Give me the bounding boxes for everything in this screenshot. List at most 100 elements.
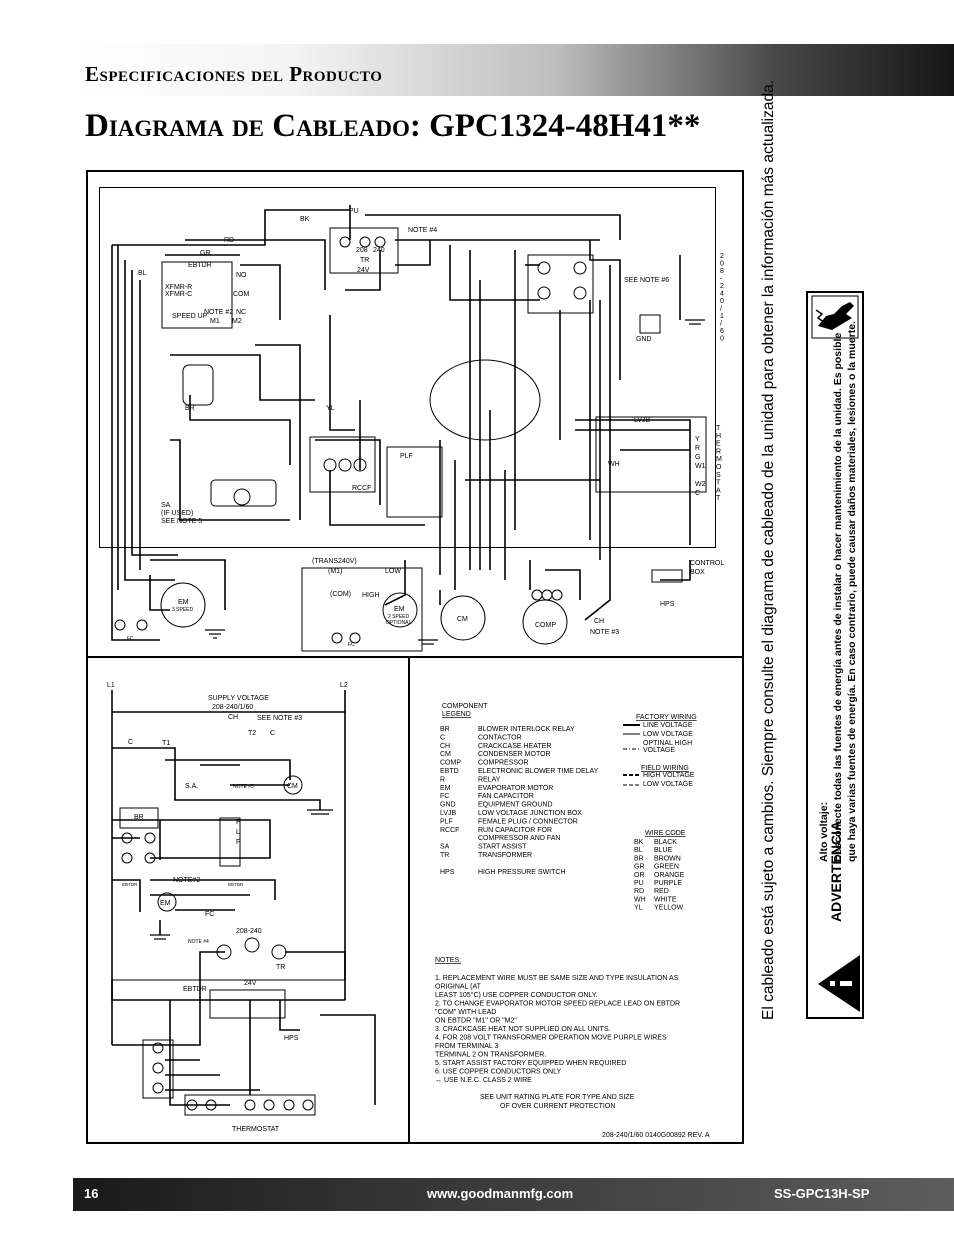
- label-tr: TR: [360, 257, 369, 264]
- label-no: NO: [236, 272, 247, 279]
- header-bar: [73, 44, 954, 96]
- warning-triangle-icon: [818, 955, 860, 1012]
- legend-code: EBTD: [440, 768, 459, 775]
- vertical-letter: 1: [720, 313, 724, 320]
- vertical-letter: H: [716, 433, 721, 440]
- wire-code: BL: [634, 847, 643, 854]
- legend-description: EQUIPMENT GROUND: [478, 802, 553, 809]
- website-link[interactable]: www.goodmanmfg.com: [427, 1186, 574, 1201]
- ladder-cm: CM: [287, 783, 298, 790]
- ladder-hps: HPS: [284, 1035, 299, 1042]
- vertical-letter: A: [716, 487, 721, 494]
- warning-text: Alto voltaje: Desconecte todas las fuent…: [817, 321, 859, 862]
- legend-code: C: [440, 734, 445, 741]
- vertical-letter: -: [720, 276, 723, 283]
- page-title: Diagrama de Cableado: GPC1324-48H41**: [85, 108, 701, 144]
- legend-code: CH: [440, 743, 450, 750]
- field-high-voltage: HIGH VOLTAGE: [643, 772, 695, 779]
- note-line: 2. TO CHANGE EVAPORATOR MOTOR SPEED REPL…: [435, 1001, 680, 1008]
- note-line: 3. CRACKCASE HEAT NOT SUPPLIED ON ALL UN…: [435, 1026, 611, 1033]
- ladder-c: C: [128, 739, 133, 746]
- wire-color-name: BLACK: [654, 839, 677, 846]
- wire-code: BR: [634, 855, 644, 862]
- ladder-l: L: [236, 829, 240, 836]
- label-2speed: 2 SPEED: [388, 614, 410, 620]
- legend-description: COMPRESSOR: [478, 760, 529, 767]
- legend-description: ELECTRONIC BLOWER TIME DELAY: [478, 768, 599, 775]
- label-optional: OPTIONAL: [386, 620, 412, 626]
- legend-description: BLOWER INTERLOCK RELAY: [478, 726, 575, 733]
- legend-description: FEMALE PLUG / CONNECTOR: [478, 818, 578, 825]
- label-ch: CH: [594, 618, 604, 625]
- wire-color-name: BROWN: [654, 855, 681, 862]
- label-see-note6: SEE NOTE #6: [624, 277, 669, 284]
- legend-description: CONDENSER MOTOR: [478, 751, 551, 758]
- legend-description: CRACKCASE HEATER: [478, 743, 551, 750]
- legend-code: LVJB: [440, 810, 457, 817]
- wire-tag-bk: BK: [300, 216, 310, 223]
- wire-code: BK: [634, 839, 644, 846]
- ladder-thermostat: THERMOSTAT: [232, 1126, 280, 1133]
- ladder-fc: FC: [205, 911, 214, 918]
- section-title: Especificaciones del Producto: [85, 62, 383, 86]
- label-note3: NOTE #3: [590, 629, 619, 636]
- label-m2: M2: [232, 318, 242, 325]
- vertical-letter: T: [716, 495, 721, 502]
- legend-code: TR: [440, 852, 449, 859]
- note-line: 5. START ASSIST FACTORY EQUIPPED WHEN RE…: [435, 1060, 626, 1067]
- vertical-letter: 8: [720, 268, 724, 275]
- wire-tag-wh: WH: [608, 461, 620, 468]
- label-3speed: 3 SPEED: [172, 607, 194, 613]
- factory-line-voltage: LINE VOLTAGE: [643, 722, 693, 729]
- legend-code: HPS: [440, 869, 455, 876]
- field-wiring-title: FIELD WIRING: [641, 765, 689, 772]
- warning-line-2: que haya varias fuentes de energía. En c…: [846, 321, 858, 862]
- vertical-letter: R: [716, 448, 721, 455]
- label-240: 240: [373, 247, 385, 254]
- label-sa-if-used: (IF USED): [161, 510, 193, 517]
- label-hps: HPS: [660, 601, 675, 608]
- ladder-note2: NOTE#2: [173, 877, 200, 884]
- note-line: 4. FOR 208 VOLT TRANSFORMER OPERATION MO…: [435, 1035, 667, 1042]
- label-com-paren: (COM): [330, 591, 351, 598]
- frame-divider-horizontal: [86, 656, 744, 658]
- ladder-text: L1 L2 SUPPLY VOLTAGE 208-240/1/60 SEE NO…: [107, 682, 348, 1133]
- label-rccf: RCCF: [352, 485, 371, 492]
- label-m1: M1: [210, 318, 220, 325]
- vertical-letter: T: [716, 425, 721, 432]
- label-xfmr-c: XFMR-C: [165, 291, 192, 298]
- ladder-ch: CH: [228, 714, 238, 721]
- label-fc: FC: [127, 636, 134, 642]
- ladder-em: EM: [160, 900, 171, 907]
- ladder-ebtdr: EBTDR: [183, 986, 207, 993]
- ladder-208-240: 208-240: [236, 928, 262, 935]
- wire-color-name: YELLOW: [654, 905, 684, 912]
- rating-line-2: OF OVER CURRENT PROTECTION: [500, 1103, 615, 1110]
- vertical-letter: 2: [720, 253, 724, 260]
- legend-heading-2: LEGEND: [442, 711, 471, 718]
- vertical-letter: O: [716, 464, 722, 471]
- revision-code: 208-240/1/60 0140G00892 REV. A: [602, 1132, 710, 1139]
- legend-heading-1: COMPONENT: [442, 703, 488, 710]
- wire-code: YL: [634, 905, 643, 912]
- legend-code: EM: [440, 785, 451, 792]
- ladder-supply-value: 208-240/1/60: [212, 704, 253, 711]
- legend-code: GND: [440, 802, 456, 809]
- legend-code: SA: [440, 844, 450, 851]
- ladder-p: P: [236, 819, 241, 826]
- terminal-y: Y: [695, 436, 700, 443]
- wire-tag-bl: BL: [138, 270, 147, 277]
- label-low: LOW: [385, 568, 401, 575]
- wire-code: WH: [634, 896, 646, 903]
- legend-code: R: [440, 776, 445, 783]
- wire-tag-br: BR: [185, 405, 195, 412]
- legend-description: CONTACTOR: [478, 734, 522, 741]
- vertical-letter: 4: [720, 291, 724, 298]
- legend-code: PLF: [440, 818, 453, 825]
- rating-line-1: SEE UNIT RATING PLATE FOR TYPE AND SIZE: [480, 1094, 635, 1101]
- vertical-letter: 0: [720, 298, 724, 305]
- ladder-ebtdr-left: EBTDR: [122, 882, 138, 887]
